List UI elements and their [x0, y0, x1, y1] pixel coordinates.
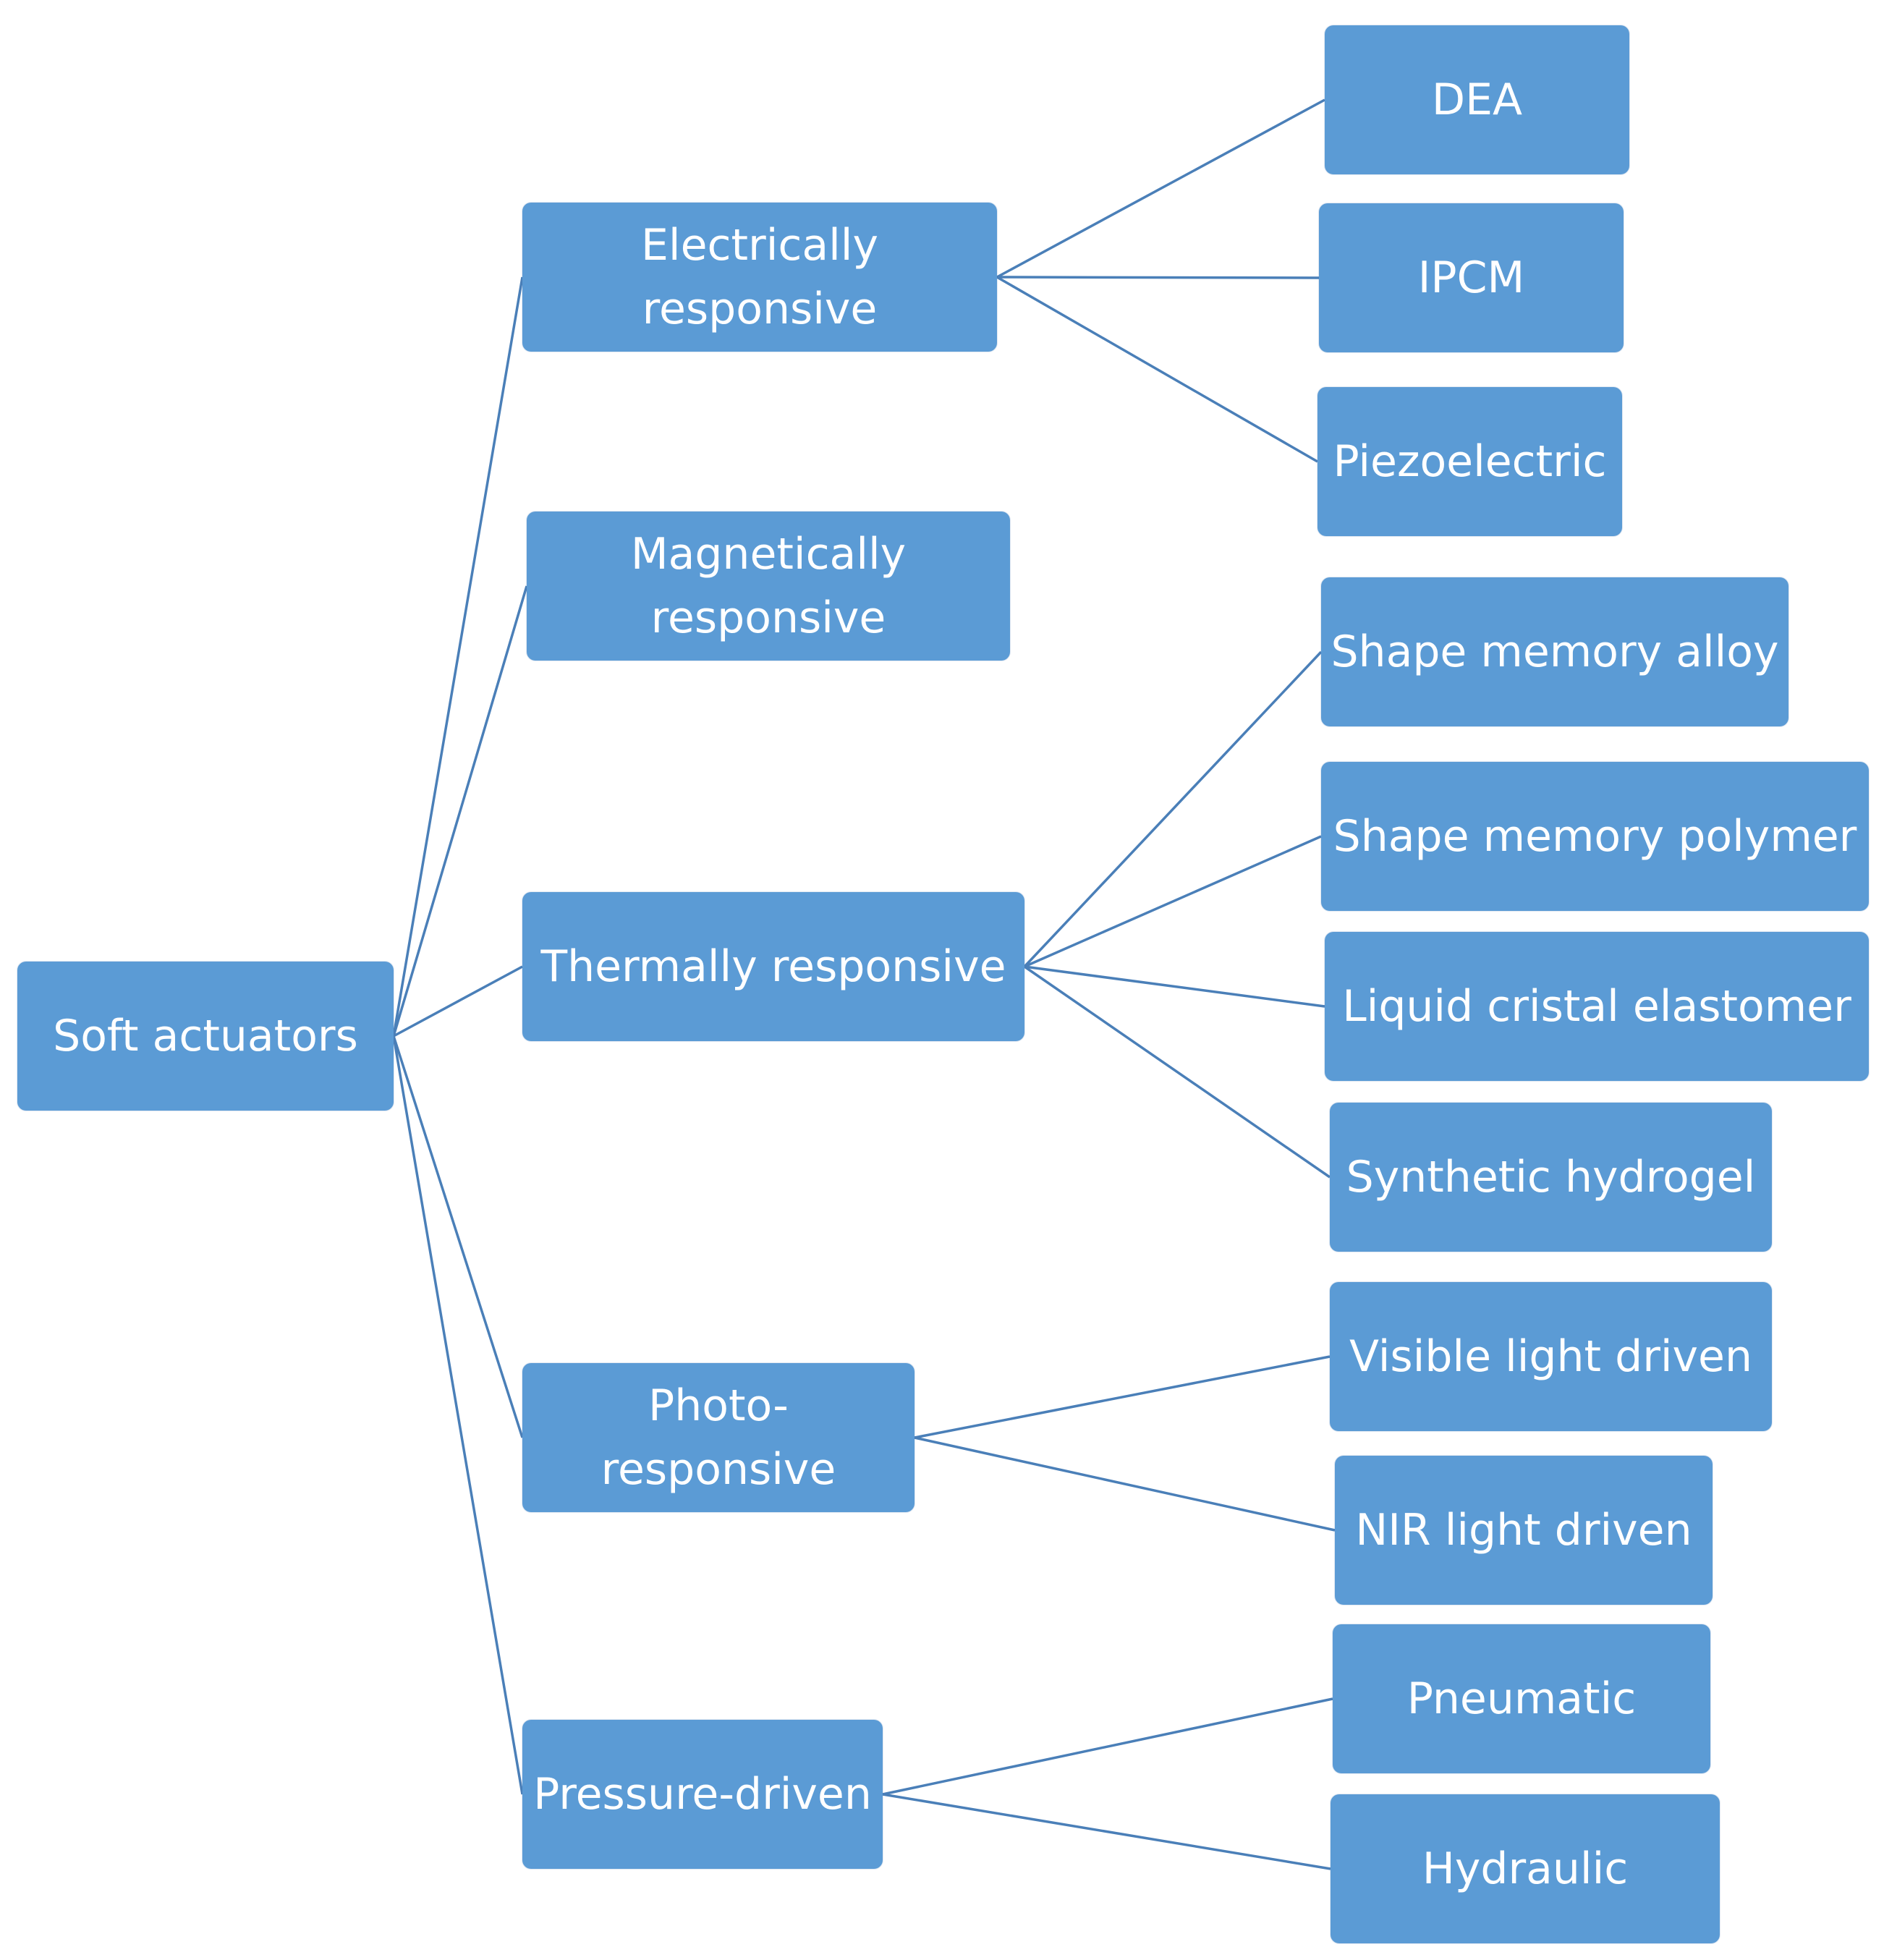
connector-photo-nir — [914, 1436, 1336, 1532]
connector-therm-hydrogel — [1024, 965, 1331, 1179]
node-visible-light-driven: Visible light driven — [1330, 1282, 1772, 1431]
node-liquid-cristal-elastomer: Liquid cristal elastomer — [1325, 932, 1869, 1081]
connector-elec-dea — [996, 98, 1325, 279]
node-electrically-responsive: Electrically responsive — [522, 203, 997, 352]
connector-root-mag — [392, 585, 528, 1037]
connector-elec-ipcm — [996, 276, 1320, 279]
node-pneumatic: Pneumatic — [1333, 1624, 1710, 1773]
node-magnetically-responsive: Magnetically responsive — [527, 512, 1010, 661]
node-photo-responsive: Photo- responsive — [522, 1363, 915, 1512]
node-pressure-driven: Pressure-driven — [522, 1720, 883, 1869]
connector-press-pneu — [882, 1697, 1333, 1796]
connector-root-elec — [392, 276, 524, 1037]
node-synthetic-hydrogel: Synthetic hydrogel — [1330, 1103, 1772, 1252]
node-dea: DEA — [1325, 25, 1629, 174]
node-soft-actuators: Soft actuators — [17, 962, 394, 1111]
connector-therm-sma — [1023, 650, 1323, 968]
connector-therm-lce — [1024, 965, 1325, 1008]
node-nir-light-driven: NIR light driven — [1335, 1456, 1713, 1605]
node-shape-memory-polymer: Shape memory polymer — [1321, 762, 1869, 911]
connector-root-photo — [392, 1035, 524, 1438]
connector-root-therm — [393, 965, 523, 1038]
node-ipcm: IPCM — [1319, 203, 1624, 352]
connector-therm-smp — [1024, 835, 1322, 968]
connector-elec-piezo — [996, 276, 1318, 463]
node-piezoelectric: Piezoelectric — [1317, 387, 1622, 536]
connector-root-press — [392, 1035, 524, 1795]
node-thermally-responsive: Thermally responsive — [522, 892, 1024, 1041]
connector-press-hyd — [882, 1793, 1331, 1870]
connector-photo-visible — [914, 1355, 1331, 1439]
node-hydraulic: Hydraulic — [1331, 1794, 1720, 1943]
node-shape-memory-alloy: Shape memory alloy — [1321, 577, 1788, 726]
